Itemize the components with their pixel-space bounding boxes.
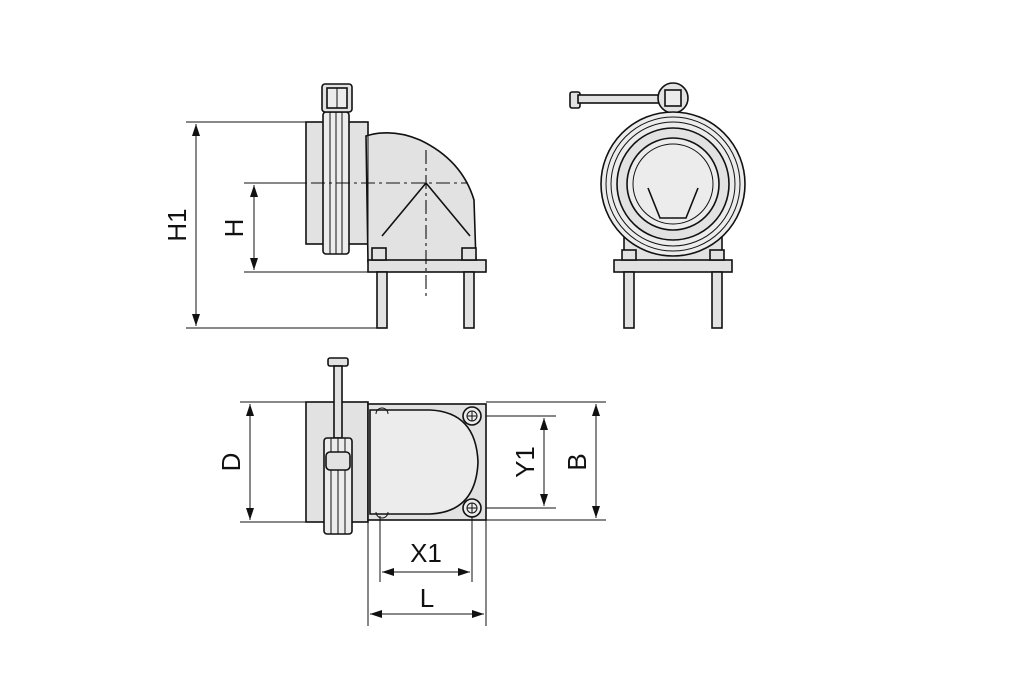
base-plate-front — [613, 259, 733, 273]
dim-label-h1: H1 — [162, 208, 192, 241]
dim-label-y1: Y1 — [510, 446, 540, 478]
bolt-hole — [462, 498, 482, 518]
elbow-top-outline — [369, 409, 479, 515]
support-leg — [376, 271, 388, 329]
bolt-head — [371, 247, 387, 261]
support-leg-front — [711, 271, 723, 329]
clamp-lever — [569, 82, 689, 114]
dim-label-x1: X1 — [410, 538, 442, 568]
side-view: H1 H — [162, 83, 487, 329]
base-plate — [367, 259, 487, 273]
elbow-body — [365, 132, 477, 263]
dim-label-b: B — [562, 453, 592, 470]
top-view: D Y1 B X1 L — [216, 357, 606, 626]
support-leg-front — [623, 271, 635, 329]
pipe-inner — [626, 137, 720, 231]
dim-label-d: D — [216, 453, 246, 472]
dim-label-l: L — [420, 583, 434, 613]
support-leg — [463, 271, 475, 329]
clamp-top — [323, 357, 353, 535]
front-view — [569, 82, 746, 329]
bolt-head — [461, 247, 477, 261]
bolt-hole — [462, 406, 482, 426]
dim-label-h: H — [219, 219, 249, 238]
clamp-ring — [321, 83, 353, 255]
